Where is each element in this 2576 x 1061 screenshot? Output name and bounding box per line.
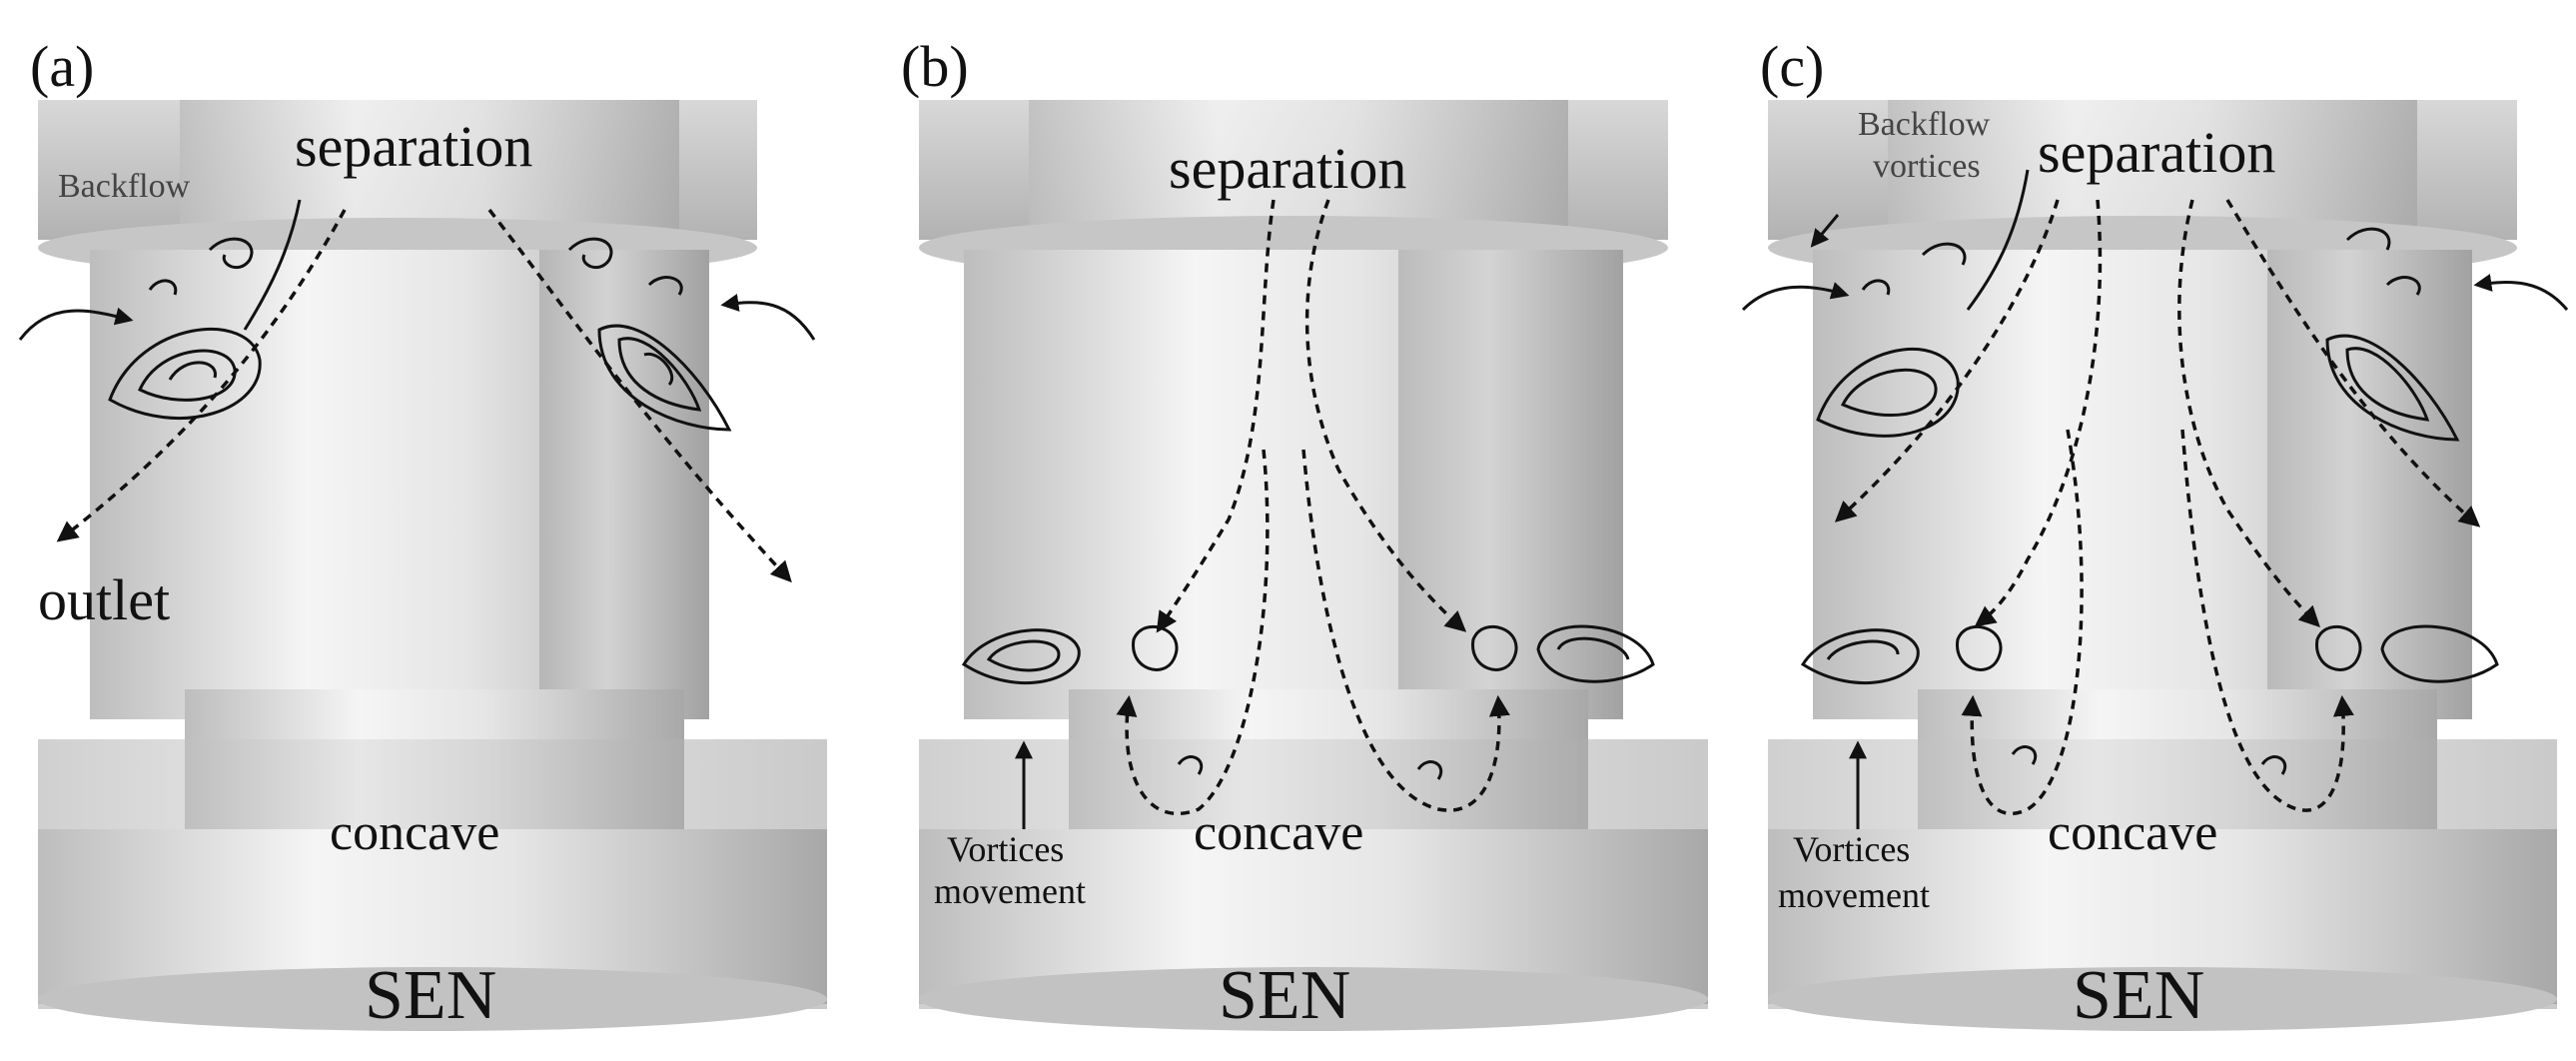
backflow-vortices-line1: Backflow bbox=[1858, 106, 1991, 143]
panel-b-label: (b) bbox=[901, 34, 969, 99]
vortices-line2: movement bbox=[934, 871, 1086, 911]
concave-label: concave bbox=[1194, 804, 1364, 861]
panel-c: (c) separation Backflow vortices Vortice… bbox=[1728, 0, 2576, 1061]
panel-c-drawing bbox=[1741, 100, 2569, 1031]
panel-a-label: (a) bbox=[30, 34, 95, 99]
panel-b-drawing bbox=[919, 100, 1708, 1031]
vortices-line1: Vortices bbox=[1793, 829, 1911, 869]
sen-label: SEN bbox=[2073, 957, 2205, 1034]
panel-c-label: (c) bbox=[1760, 34, 1825, 99]
vortices-line2: movement bbox=[1778, 875, 1930, 915]
sen-label: SEN bbox=[365, 957, 497, 1034]
backflow-label: Backflow bbox=[58, 168, 191, 205]
panel-a-drawing bbox=[18, 100, 827, 1031]
concave-label: concave bbox=[2048, 804, 2218, 861]
concave-label: concave bbox=[330, 804, 500, 861]
separation-label: separation bbox=[2038, 120, 2276, 185]
vortices-line1: Vortices bbox=[947, 829, 1065, 869]
backflow-vortices-line2: vortices bbox=[1873, 148, 1981, 185]
sen-label: SEN bbox=[1219, 957, 1351, 1034]
panel-b: (b) separation Vortices movement concave… bbox=[879, 0, 1738, 1061]
panel-a: (a) separation Backflow outlet concave S… bbox=[0, 0, 859, 1061]
separation-label: separation bbox=[1169, 136, 1407, 201]
outlet-label: outlet bbox=[38, 567, 171, 632]
separation-label: separation bbox=[295, 114, 533, 179]
